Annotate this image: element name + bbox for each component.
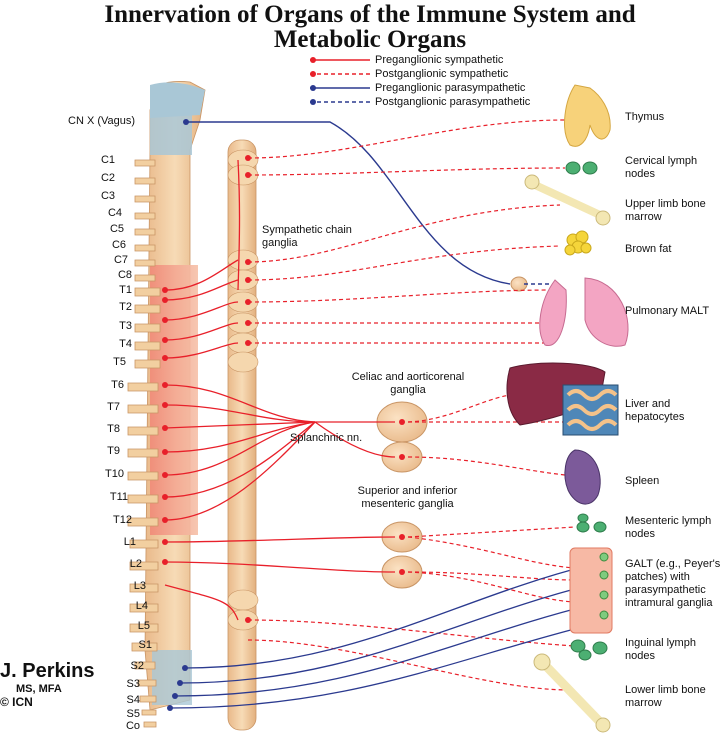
segment-label: T10 <box>105 468 124 480</box>
title-line-2: Metabolic Organs <box>273 26 467 53</box>
splanchnic-label: Splanchnic nn. <box>290 432 363 444</box>
organ-label-lower-limb-bone-marrow: Lower limb bone marrow <box>625 684 706 709</box>
segment-label: C3 <box>100 190 115 202</box>
lower-limb-bone <box>533 653 611 733</box>
postganglionic-dots <box>245 155 405 623</box>
segment-label: L4 <box>135 600 148 612</box>
segment-label: Co <box>125 720 140 732</box>
segment-label: L5 <box>137 620 150 632</box>
segment-label: S4 <box>126 694 140 706</box>
upper-limb-bone <box>524 174 611 226</box>
inguinal-lymph-nodes <box>570 639 608 661</box>
legend-preganglionic-sympathetic: Preganglionic sympathetic <box>375 54 504 66</box>
celiac-ganglia-label: Celiac and aorticorenal ganglia <box>351 371 465 396</box>
vagus-label: CN X (Vagus) <box>68 115 136 127</box>
thymus-organ <box>564 84 611 147</box>
segment-label: C7 <box>113 254 128 266</box>
organ-label-galt: GALT (e.g., Peyer's patches) with parasy… <box>625 558 721 609</box>
preganglionic-dots <box>162 287 168 565</box>
author-credentials: MS, MFA <box>16 683 62 695</box>
segment-label: T3 <box>119 320 132 332</box>
segment-label: L2 <box>129 558 142 570</box>
author-copyright: © ICN <box>0 695 33 709</box>
sacral-parasympathetic-fibers <box>169 564 591 709</box>
segment-label: S5 <box>126 708 140 720</box>
segment-label: T9 <box>107 445 120 457</box>
segment-label: T8 <box>107 423 120 435</box>
author-block: J. Perkins MS, MFA © ICN <box>0 660 95 709</box>
preganglionic-sympathetic-fibers <box>164 159 396 621</box>
segment-label: T11 <box>109 491 128 503</box>
galt-intestine <box>569 547 613 634</box>
organ-label-pulmonary-malt: Pulmonary MALT <box>625 305 710 317</box>
organ-label-brown-fat: Brown fat <box>625 243 672 255</box>
segment-label: T2 <box>119 301 132 313</box>
title-line-1: Innervation of Organs of the Immune Syst… <box>104 1 636 28</box>
segment-label: C5 <box>109 223 124 235</box>
sympathetic-chain-label: Sympathetic chain ganglia <box>262 224 352 249</box>
organ-label-inguinal-lymph-nodes: Inguinal lymph nodes <box>625 637 696 662</box>
segment-label: S2 <box>130 660 144 672</box>
spinal-column <box>144 81 206 711</box>
organ-label-upper-limb-bone-marrow: Upper limb bone marrow <box>625 198 706 223</box>
legend-postganglionic-parasympathetic: Postganglionic parasympathetic <box>375 96 531 108</box>
mesenteric-lymph-nodes <box>576 513 607 533</box>
liver <box>506 362 619 436</box>
prevertebral-ganglia <box>376 276 528 589</box>
segment-label: C4 <box>107 207 122 219</box>
segment-label: T7 <box>107 401 120 413</box>
legend-preganglionic-parasympathetic: Preganglionic parasympathetic <box>375 82 526 94</box>
segment-label: T4 <box>119 338 132 350</box>
segment-label: L1 <box>123 536 136 548</box>
organ-label-mesenteric-lymph-nodes: Mesenteric lymph nodes <box>625 515 712 540</box>
segment-label: C2 <box>100 172 115 184</box>
spleen <box>564 449 601 505</box>
organ-label-cervical-lymph-nodes: Cervical lymph nodes <box>625 155 698 180</box>
legend <box>310 57 370 105</box>
segment-label: T6 <box>111 379 124 391</box>
segment-label: S1 <box>138 639 152 651</box>
segment-label: S3 <box>126 678 140 690</box>
segment-label: T1 <box>119 284 132 296</box>
sacral-dots <box>167 665 188 711</box>
segment-label: C1 <box>100 154 115 166</box>
segment-label: C8 <box>117 269 132 281</box>
nerve-roots <box>127 159 161 728</box>
vagus-nerve <box>186 121 511 285</box>
lungs <box>539 277 629 347</box>
organ-label-spleen: Spleen <box>625 475 660 487</box>
postganglionic-sympathetic-fibers <box>247 119 576 691</box>
mesenteric-ganglia-label: Superior and inferior mesenteric ganglia <box>357 485 458 510</box>
organ-label-thymus: Thymus <box>625 111 665 123</box>
brown-fat <box>564 230 592 256</box>
segment-label: T12 <box>113 514 132 526</box>
page-title: Innervation of Organs of the Immune Syst… <box>60 2 680 52</box>
segment-label: L3 <box>133 580 146 592</box>
sympathetic-chain <box>227 139 259 731</box>
organ-label-liver: Liver and hepatocytes <box>625 398 685 423</box>
segment-label: T5 <box>113 356 126 368</box>
cervical-lymph-nodes <box>565 161 598 175</box>
legend-postganglionic-sympathetic: Postganglionic sympathetic <box>375 68 509 80</box>
author-name: J. Perkins <box>0 660 95 682</box>
segment-label: C6 <box>111 239 126 251</box>
